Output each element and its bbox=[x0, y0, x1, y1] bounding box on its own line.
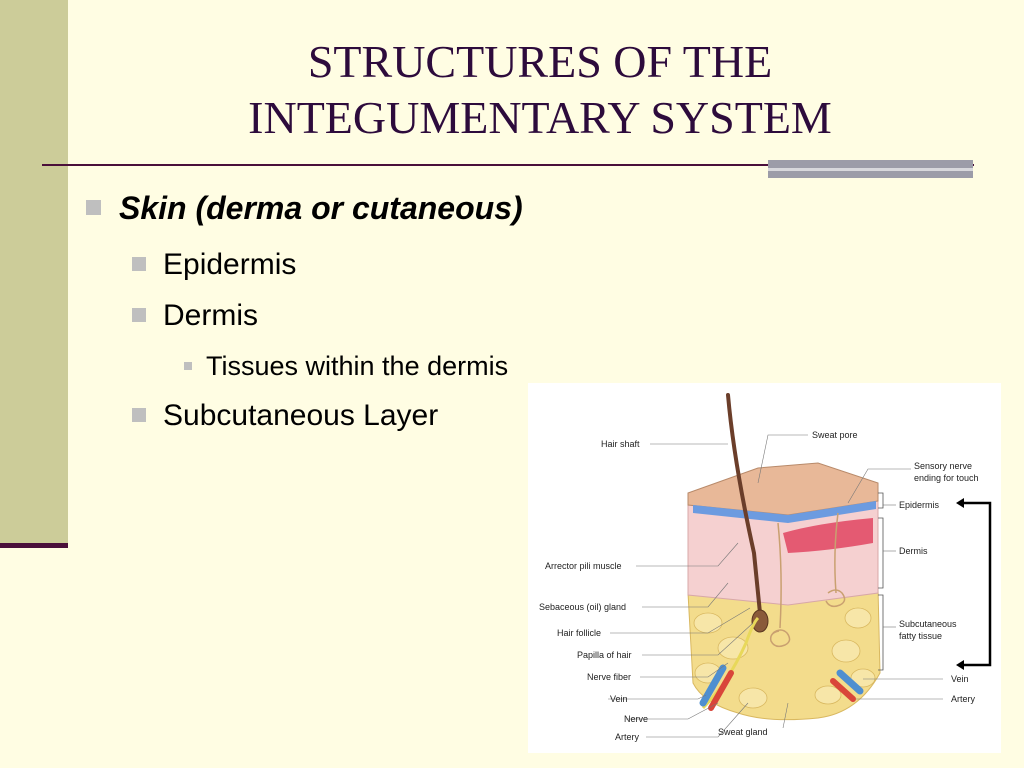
vein-left bbox=[699, 664, 727, 707]
bullet-dermis: Dermis bbox=[132, 299, 258, 333]
bullet-skin-text: Skin (derma or cutaneous) bbox=[119, 190, 523, 226]
bullet-tissues: Tissues within the dermis bbox=[184, 351, 508, 382]
artery-left bbox=[708, 670, 734, 711]
fat-lobules bbox=[693, 607, 876, 709]
vein-right bbox=[836, 669, 864, 695]
label-dermis: Dermis bbox=[899, 546, 928, 556]
hair-bulb bbox=[751, 609, 769, 633]
label-sensory-nerve-2: ending for touch bbox=[914, 473, 979, 483]
left-accent-band bbox=[0, 0, 68, 545]
arrowhead-bottom-icon bbox=[956, 660, 964, 670]
label-follicle: Hair follicle bbox=[557, 628, 601, 638]
label-artery-left: Artery bbox=[615, 732, 640, 742]
label-subcutaneous-1: Subcutaneous bbox=[899, 619, 957, 629]
square-bullet-icon bbox=[132, 407, 146, 422]
square-bullet-icon bbox=[184, 361, 192, 370]
label-epidermis: Epidermis bbox=[899, 500, 940, 510]
title-line-1: STRUCTURES OF THE bbox=[307, 36, 773, 87]
label-vein-right: Vein bbox=[951, 674, 969, 684]
label-sebaceous: Sebaceous (oil) gland bbox=[539, 602, 626, 612]
bullet-skin: Skin (derma or cutaneous) bbox=[86, 190, 523, 227]
bullet-epidermis: Epidermis bbox=[132, 248, 296, 282]
label-artery-right: Artery bbox=[951, 694, 976, 704]
left-accent-band-end bbox=[0, 543, 68, 548]
square-bullet-icon bbox=[86, 200, 101, 216]
leader-lines bbox=[608, 434, 943, 738]
label-vein-left: Vein bbox=[610, 694, 628, 704]
bullet-subcutaneous: Subcutaneous Layer bbox=[132, 399, 438, 433]
title-divider bbox=[42, 164, 974, 166]
label-arrector: Arrector pili muscle bbox=[545, 561, 622, 571]
label-papilla: Papilla of hair bbox=[577, 650, 632, 660]
label-sensory-nerve-1: Sensory nerve bbox=[914, 461, 972, 471]
bullet-subcutaneous-text: Subcutaneous Layer bbox=[163, 399, 439, 432]
layer-brackets bbox=[878, 492, 884, 671]
arrowhead-top-icon bbox=[956, 498, 964, 508]
skin-diagram: Hair shaft Sweat pore Sensory nerve endi… bbox=[528, 383, 1001, 753]
bullet-dermis-text: Dermis bbox=[163, 299, 258, 332]
label-subcutaneous-2: fatty tissue bbox=[899, 631, 942, 641]
layer-arrow-icon bbox=[960, 501, 992, 667]
bullet-tissues-text: Tissues within the dermis bbox=[206, 351, 509, 381]
dermis-red-band bbox=[783, 518, 873, 553]
divider-accent-bar bbox=[768, 160, 973, 178]
label-sweat-gland: Sweat gland bbox=[718, 727, 768, 737]
label-nerve: Nerve bbox=[624, 714, 648, 724]
slide-title: STRUCTURES OF THE INTEGUMENTARY SYSTEM bbox=[90, 34, 990, 146]
epidermis-blue-band bbox=[693, 501, 876, 523]
label-sweat-pore: Sweat pore bbox=[812, 430, 858, 440]
skin-diagram-svg: Hair shaft Sweat pore Sensory nerve endi… bbox=[539, 393, 992, 742]
square-bullet-icon bbox=[132, 256, 146, 271]
bullet-epidermis-text: Epidermis bbox=[163, 248, 297, 281]
label-hair-shaft: Hair shaft bbox=[601, 439, 640, 449]
title-line-2: INTEGUMENTARY SYSTEM bbox=[248, 92, 832, 143]
label-nerve-fiber: Nerve fiber bbox=[587, 672, 631, 682]
hair-shaft bbox=[726, 393, 762, 615]
artery-right bbox=[830, 678, 856, 702]
square-bullet-icon bbox=[132, 307, 146, 322]
sweat-gland-coils bbox=[769, 512, 846, 648]
